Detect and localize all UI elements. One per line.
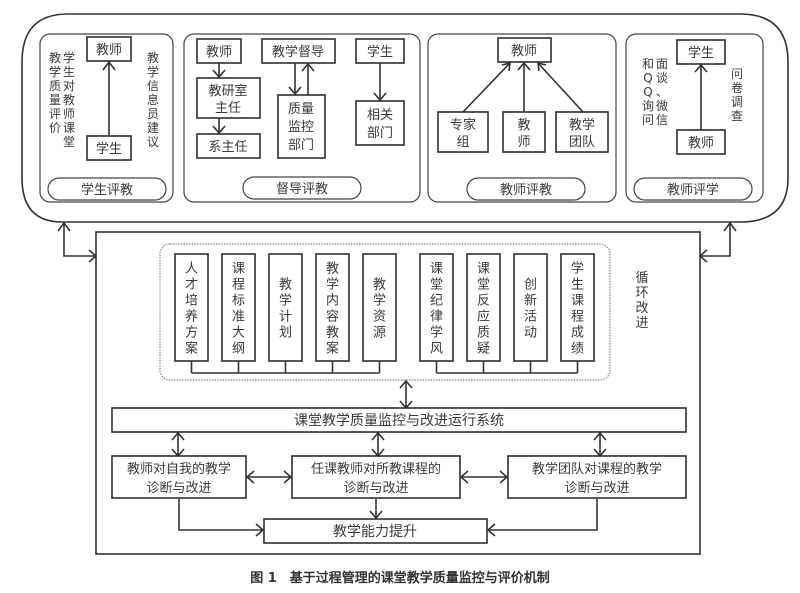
input-item-label: 课程标准大纲 [232, 262, 245, 357]
student-eval-left-note-2: 教学质量评价 [49, 50, 61, 135]
node-teaching-supervisor [261, 38, 336, 64]
teacher-eval-label: 教师评教 [500, 182, 552, 198]
input-item-box [221, 253, 256, 362]
node-label-line3: 部门 [288, 138, 314, 153]
node-research-office-director [196, 77, 261, 119]
node-label-line1: 相关 [367, 108, 393, 123]
arrow-up-icon [102, 60, 116, 71]
node-teacher-label: 教师 [688, 135, 714, 151]
evaluation-outer-frame [21, 13, 789, 223]
diagnosis-self-line1: 教师对自我的教学 [127, 461, 231, 477]
node-student-label: 学生 [688, 45, 714, 61]
figure-caption: 图 1 基于过程管理的课堂教学质量监控与评价机制 [250, 570, 550, 586]
panel-teacher-eval: 教师 专家 组 教 师 教学 团队 教师评教 [427, 33, 617, 203]
result-label: 教学能力提升 [333, 524, 417, 540]
supervisor-eval-label: 督导评教 [276, 181, 328, 197]
student-eval-label: 学生评教 [81, 182, 133, 198]
arrow-up-icon [694, 63, 708, 73]
diagnosis-self-line2: 诊断与改进 [146, 481, 211, 496]
node-label-line2: 师 [517, 135, 530, 150]
node-teaching-team [555, 111, 609, 153]
node-teacher [86, 36, 132, 62]
result-box [263, 518, 488, 544]
cycle-improvement-label: 循环改进 [635, 271, 648, 331]
input-item-box [315, 253, 350, 362]
diagnosis-team-line2: 诊断与改进 [564, 481, 629, 496]
node-related-dept [355, 100, 405, 146]
node-teacher-label: 教师 [206, 44, 232, 60]
input-item-label: 课堂反应质疑 [477, 262, 490, 357]
node-student [676, 39, 726, 65]
student-eval-right-note: 教学信息员建议 [147, 50, 159, 149]
node-teacher-peer [502, 111, 546, 153]
node-teacher [497, 37, 552, 63]
input-item-box [362, 253, 397, 362]
teacher-eval-student-label: 教师评学 [667, 182, 719, 198]
input-item-label: 人才培养方案 [185, 262, 198, 357]
node-student-label: 学生 [367, 44, 393, 60]
node-label-line1: 教 [517, 117, 530, 133]
node-teacher-label: 教师 [511, 43, 537, 59]
operation-system-box [111, 407, 687, 433]
node-teaching-supervisor-label: 教学督导 [272, 44, 324, 60]
input-item-label: 创新活动 [524, 278, 537, 341]
node-label-line2: 主任 [215, 101, 241, 116]
node-label-line2: 团队 [569, 135, 595, 150]
node-quality-monitoring-dept [277, 94, 326, 159]
inputs-group-1: 人才培养方案 课程标准大纲 教学计划 教学内容教案 教学资源 [174, 253, 397, 374]
input-item-box [419, 253, 454, 362]
input-item-box [466, 253, 501, 362]
node-student-label: 学生 [96, 141, 122, 157]
node-expert-group [437, 111, 489, 153]
teacher-eval-student-left-note-1: 面谈、微信 [656, 57, 668, 127]
diagnosis-course-box [291, 455, 461, 499]
diagnosis-course-line1: 任课教师对所教课程的 [311, 461, 441, 477]
node-label-line1: 教研室 [208, 83, 247, 99]
input-item-label: 教学资源 [373, 277, 386, 341]
input-item-box [513, 253, 548, 362]
input-item-label: 学生课程成绩 [571, 261, 584, 357]
diagnosis-team-box [507, 455, 687, 499]
inputs-group [159, 243, 611, 381]
double-arrow-h-left [245, 470, 293, 484]
node-label-line1: 质量 [288, 102, 314, 117]
diagnosis-team-line1: 教学团队对课程的教学 [532, 461, 662, 477]
double-arrow-left [171, 431, 185, 458]
node-label-line1: 专家 [450, 117, 476, 133]
connector-right [698, 221, 737, 263]
double-arrow-center [371, 431, 385, 458]
panel-student-eval: 教师 学生 教学质量评价 学生对教师课堂 教学信息员建议 学生评教 [39, 33, 174, 203]
node-label-line2: 部门 [367, 126, 393, 141]
double-arrow-right [593, 431, 607, 458]
panel-supervisor-eval: 教师 教研室 主任 系主任 教学督导 质量 监控 部门 学生 相关 部门 督导评… [183, 33, 421, 203]
node-teacher [676, 129, 726, 155]
connector-left [57, 221, 98, 263]
input-item-label: 教学计划 [279, 277, 292, 341]
main-process-frame [95, 231, 701, 555]
teacher-eval-student-right-note: 问卷调查 [731, 67, 743, 123]
diagnosis-course-line2: 诊断与改进 [343, 481, 408, 496]
node-teacher-label: 教师 [96, 42, 122, 58]
input-item-label: 课堂纪律学风 [430, 262, 443, 357]
node-label-line2: 组 [456, 135, 469, 150]
node-label-line2: 监控 [288, 120, 314, 135]
inputs-group-2: 课堂纪律学风 课堂反应质疑 创新活动 学生课程成绩 [419, 253, 595, 374]
node-student [86, 135, 132, 161]
double-arrow-h-right [459, 470, 509, 484]
node-department-head-label: 系主任 [208, 140, 247, 155]
node-department-head [196, 133, 261, 159]
input-item-label: 教学内容教案 [326, 261, 339, 357]
student-eval-left-note-1: 学生对教师课堂 [63, 50, 75, 149]
operation-system-label: 课堂教学质量监控与改进运行系统 [294, 413, 504, 429]
node-label-line1: 教学 [569, 117, 595, 133]
